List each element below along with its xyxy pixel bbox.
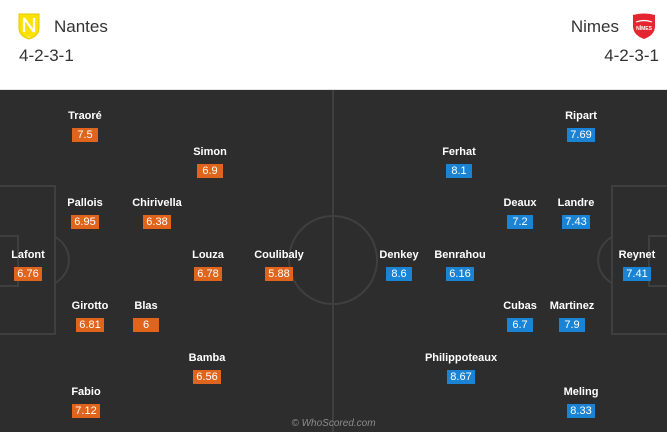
player-name: Benrahou — [434, 249, 486, 261]
home-player-chirivella[interactable]: Chirivella 6.38 — [117, 197, 197, 230]
player-rating: 6.9 — [197, 164, 223, 178]
player-rating: 8.1 — [446, 164, 472, 178]
home-formation: 4-2-3-1 — [19, 46, 74, 65]
player-rating: 6.76 — [14, 267, 42, 281]
player-rating: 8.33 — [567, 404, 595, 418]
player-name: Fabio — [71, 386, 101, 398]
player-rating: 6.16 — [446, 267, 474, 281]
player-name: Ferhat — [442, 146, 476, 158]
player-name: Landre — [557, 197, 595, 209]
nimes-crest-icon: NÎMES — [633, 13, 655, 39]
svg-text:NÎMES: NÎMES — [636, 24, 653, 32]
home-player-louza[interactable]: Louza 6.78 — [168, 249, 248, 282]
player-rating: 7.2 — [507, 215, 533, 229]
player-rating: 8.67 — [447, 370, 475, 384]
match-header: N Nantes 4-2-3-1 NÎMES Nimes 4-2-3-1 — [0, 0, 667, 90]
player-name: Pallois — [67, 197, 103, 209]
home-player-bamba[interactable]: Bamba 6.56 — [167, 352, 247, 385]
away-player-benrahou[interactable]: Benrahou 6.16 — [420, 249, 500, 282]
player-rating: 5.88 — [265, 267, 293, 281]
player-name: Reynet — [618, 249, 656, 261]
player-rating: 7.43 — [562, 215, 590, 229]
home-player-coulibaly[interactable]: Coulibaly 5.88 — [239, 249, 319, 282]
player-rating: 8.6 — [386, 267, 412, 281]
player-rating: 6.56 — [193, 370, 221, 384]
home-player-lafont[interactable]: Lafont 6.76 — [0, 249, 68, 282]
player-name: Denkey — [379, 249, 419, 261]
away-player-meling[interactable]: Meling 8.33 — [541, 386, 621, 419]
pitch: Traoré 7.5 Simon 6.9 Pallois 6.95 Chiriv… — [0, 90, 667, 432]
player-name: Traoré — [68, 110, 102, 122]
home-player-traore[interactable]: Traoré 7.5 — [45, 110, 125, 143]
player-rating: 7.5 — [72, 128, 98, 142]
away-player-martinez[interactable]: Martinez 7.9 — [532, 300, 612, 333]
player-name: Philippoteaux — [424, 352, 498, 364]
player-name: Chirivella — [132, 197, 182, 209]
away-player-ferhat[interactable]: Ferhat 8.1 — [419, 146, 499, 179]
nantes-crest-icon: N — [18, 13, 40, 40]
home-player-simon[interactable]: Simon 6.9 — [170, 146, 250, 179]
player-rating: 7.9 — [559, 318, 585, 332]
away-player-deaux[interactable]: Deaux 7.2 — [480, 197, 560, 230]
player-name: Simon — [193, 146, 227, 158]
player-name: Cubas — [503, 300, 537, 312]
away-player-landre[interactable]: Landre 7.43 — [536, 197, 616, 230]
player-name: Girotto — [71, 300, 109, 312]
home-player-blas[interactable]: Blas 6 — [106, 300, 186, 333]
svg-text:N: N — [28, 35, 30, 39]
away-player-cubas[interactable]: Cubas 6.7 — [480, 300, 560, 333]
player-name: Lafont — [11, 249, 45, 261]
player-rating: 6.7 — [507, 318, 533, 332]
player-rating: 7.69 — [567, 128, 595, 142]
away-formation: 4-2-3-1 — [604, 46, 659, 65]
player-name: Louza — [192, 249, 224, 261]
pitch-markings — [0, 90, 667, 432]
player-rating: 6.38 — [143, 215, 171, 229]
home-team-name[interactable]: Nantes — [54, 17, 108, 36]
home-player-girotto[interactable]: Girotto 6.81 — [50, 300, 130, 333]
player-name: Meling — [563, 386, 599, 398]
player-rating: 6.95 — [71, 215, 99, 229]
player-rating: 6.78 — [194, 267, 222, 281]
player-rating: 7.12 — [72, 404, 100, 418]
away-player-ripart[interactable]: Ripart 7.69 — [541, 110, 621, 143]
player-name: Bamba — [188, 352, 226, 364]
player-rating: 6.81 — [76, 318, 104, 332]
away-team-name[interactable]: Nimes — [570, 17, 619, 36]
away-player-denkey[interactable]: Denkey 8.6 — [359, 249, 439, 282]
player-rating: 7.41 — [623, 267, 651, 281]
away-player-reynet[interactable]: Reynet 7.41 — [597, 249, 667, 282]
player-name: Blas — [134, 300, 158, 312]
whoscored-watermark: © WhoScored.com — [291, 418, 376, 429]
player-name: Martinez — [549, 300, 595, 312]
home-player-fabio[interactable]: Fabio 7.12 — [46, 386, 126, 419]
player-name: Deaux — [503, 197, 537, 209]
player-name: Ripart — [565, 110, 597, 122]
player-name: Coulibaly — [254, 249, 304, 261]
away-player-philippoteaux[interactable]: Philippoteaux 8.67 — [421, 352, 501, 385]
home-player-pallois[interactable]: Pallois 6.95 — [45, 197, 125, 230]
player-rating: 6 — [133, 318, 159, 332]
